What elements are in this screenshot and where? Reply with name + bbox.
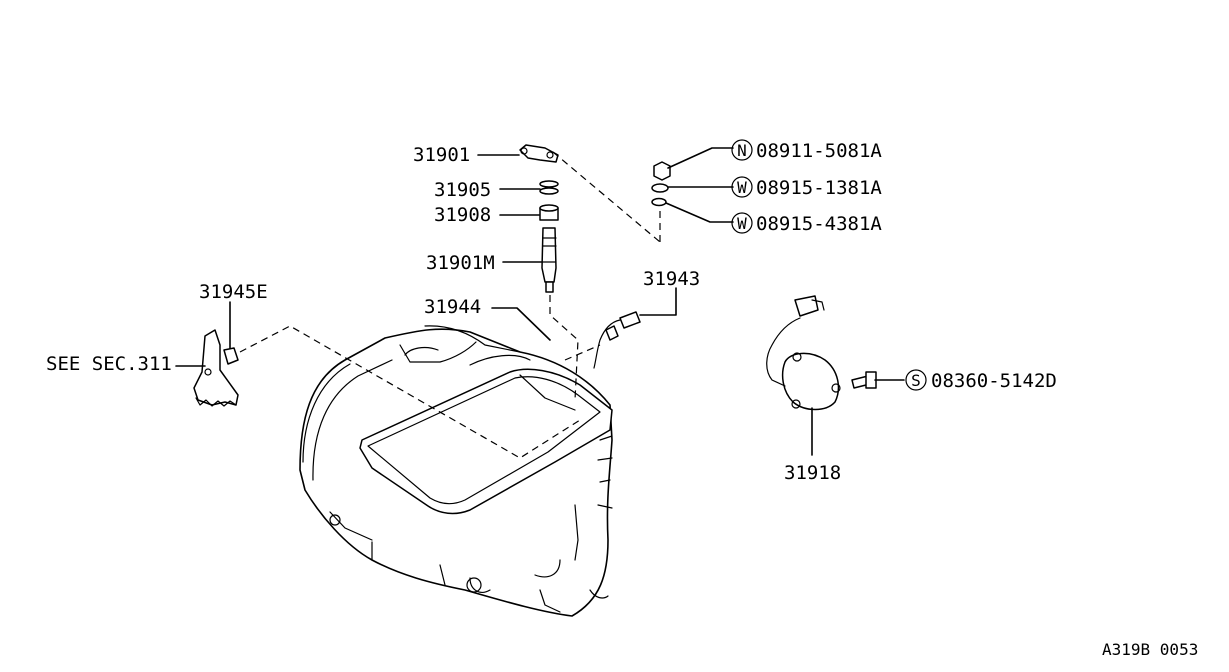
screw-symbol: S [911, 371, 921, 390]
label-31901m: 31901M [426, 252, 495, 274]
nut-08911-callout: N 08911-5081A [731, 139, 882, 162]
label-31918: 31918 [784, 462, 841, 484]
transmission-case [299, 325, 613, 617]
label-08915-1381a: 08915-1381A [756, 177, 882, 199]
washer-symbol-a: W [737, 178, 747, 197]
oil-pan [359, 368, 613, 515]
label-31943: 31943 [643, 268, 700, 290]
label-31908: 31908 [434, 204, 491, 226]
label-see-sec: SEE SEC.311 [46, 353, 172, 375]
figure-code: A319B 0053 [1102, 640, 1198, 659]
label-31945e: 31945E [199, 281, 268, 303]
sensor-31943 [593, 311, 641, 369]
assembly-dashed-lines [239, 151, 661, 459]
label-31905: 31905 [434, 179, 491, 201]
nut-symbol: N [737, 141, 747, 160]
washer-08915-1381-callout: W 08915-1381A [731, 176, 882, 199]
washer-symbol-b: W [737, 214, 747, 233]
label-31901: 31901 [413, 144, 470, 166]
label-31944: 31944 [424, 296, 481, 318]
stud-stack [519, 144, 559, 293]
washer-08915-4381-callout: W 08915-4381A [731, 212, 882, 235]
manual-lever-31945E [193, 329, 239, 407]
label-08911-5081a: 08911-5081A [756, 140, 882, 162]
screw-08360-callout: S 08360-5142D [905, 369, 1057, 392]
leader-lines [175, 147, 905, 456]
label-08915-4381a: 08915-4381A [756, 213, 882, 235]
nut-washer-stack [651, 161, 671, 207]
actuator-31918 [766, 295, 877, 411]
label-08360-5142d: 08360-5142D [931, 370, 1057, 392]
